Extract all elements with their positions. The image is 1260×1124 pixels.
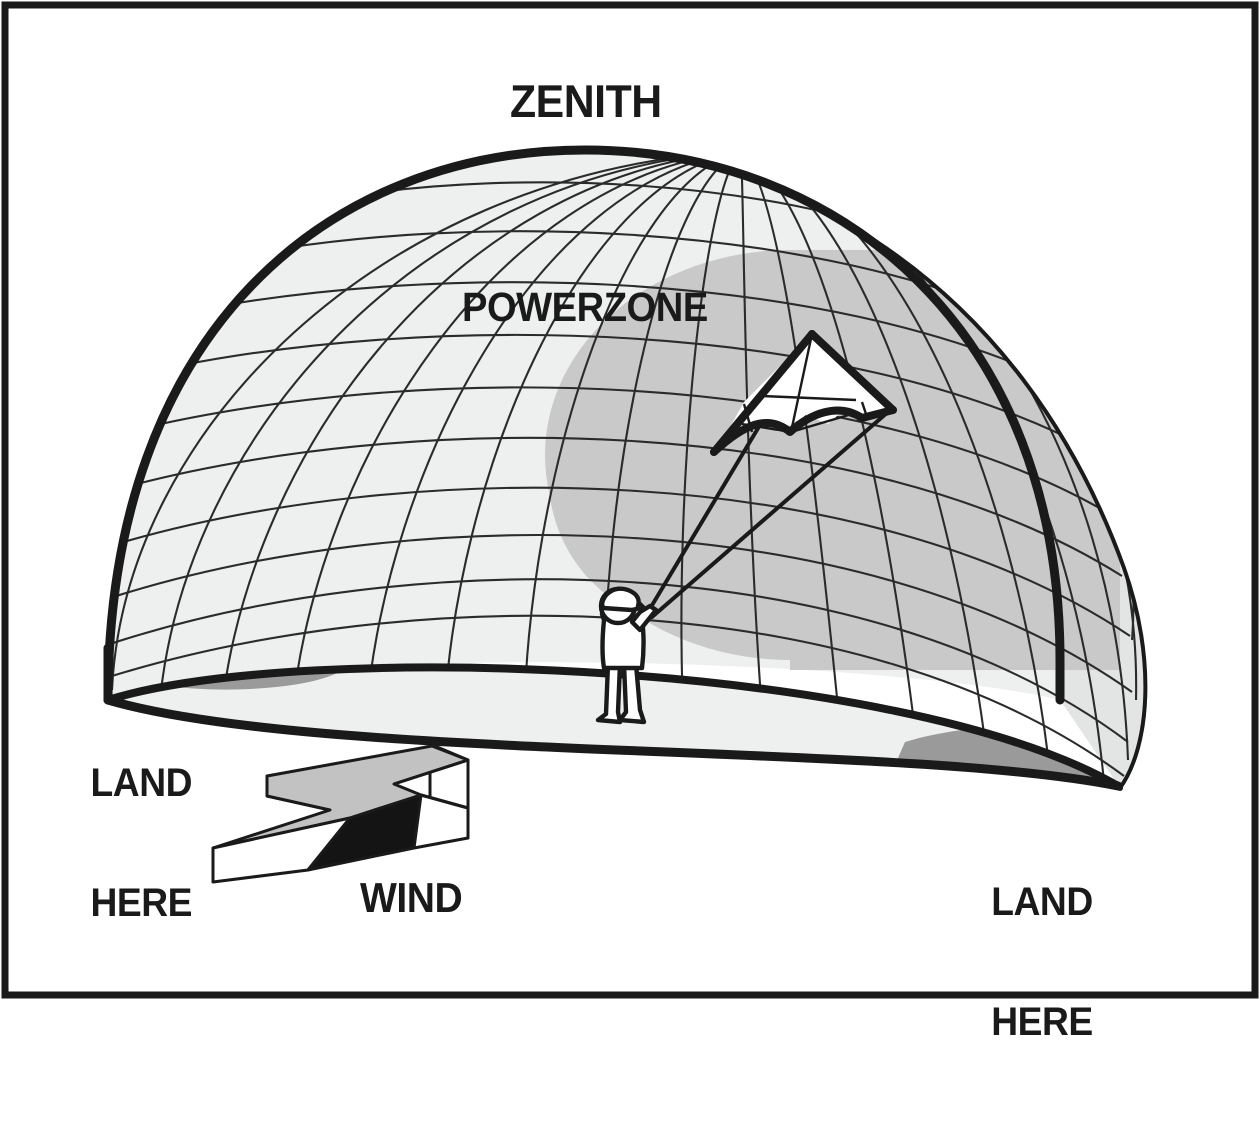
dome-grid-parallels — [109, 181, 1133, 777]
kite-leading-edge-left — [710, 330, 816, 456]
arrow-edge-tail — [420, 793, 469, 810]
dome-base-back-rim — [104, 663, 1122, 790]
flyer-arm — [629, 603, 659, 633]
wind-window-illustration — [1, 1, 1259, 999]
kite-spine — [789, 333, 814, 433]
control-line-lower — [650, 410, 890, 619]
label-land-here-left: LAND HERE — [71, 683, 192, 1003]
label-powerzone: POWERZONE — [462, 284, 708, 330]
kite-spreader-lower — [741, 412, 853, 434]
land-here-left-line1: LAND — [90, 761, 193, 805]
kite-leading-edge-right — [808, 330, 897, 414]
land-here-left-line2: HERE — [90, 881, 192, 925]
label-zenith: ZENITH — [510, 75, 662, 127]
kite-strut-left — [742, 403, 754, 433]
ground-plane — [108, 667, 1118, 786]
label-land-here-right: LAND HERE — [982, 802, 1101, 1122]
wind-direction-arrow — [211, 742, 470, 884]
label-wind: WIND — [360, 874, 463, 921]
kite-strut-right — [860, 401, 870, 421]
wind-window-diagram: ZENITH POWERZONE LAND HERE LAND HERE WIN… — [0, 0, 1260, 1042]
dome-far-arc — [583, 148, 1148, 790]
land-here-right-line2: HERE — [991, 1000, 1093, 1044]
arrow-edge-notch — [393, 758, 469, 786]
kite-flyer-figure — [595, 586, 659, 725]
delta-stunt-kite — [710, 330, 897, 456]
kite-spreader-upper — [761, 394, 857, 402]
flyer-cap — [599, 586, 643, 613]
dome-outline — [103, 145, 1148, 791]
dome-base-front-rim — [103, 695, 1123, 791]
land-here-right-line1: LAND — [991, 880, 1093, 924]
dome-far-right-edge — [1115, 783, 1123, 791]
